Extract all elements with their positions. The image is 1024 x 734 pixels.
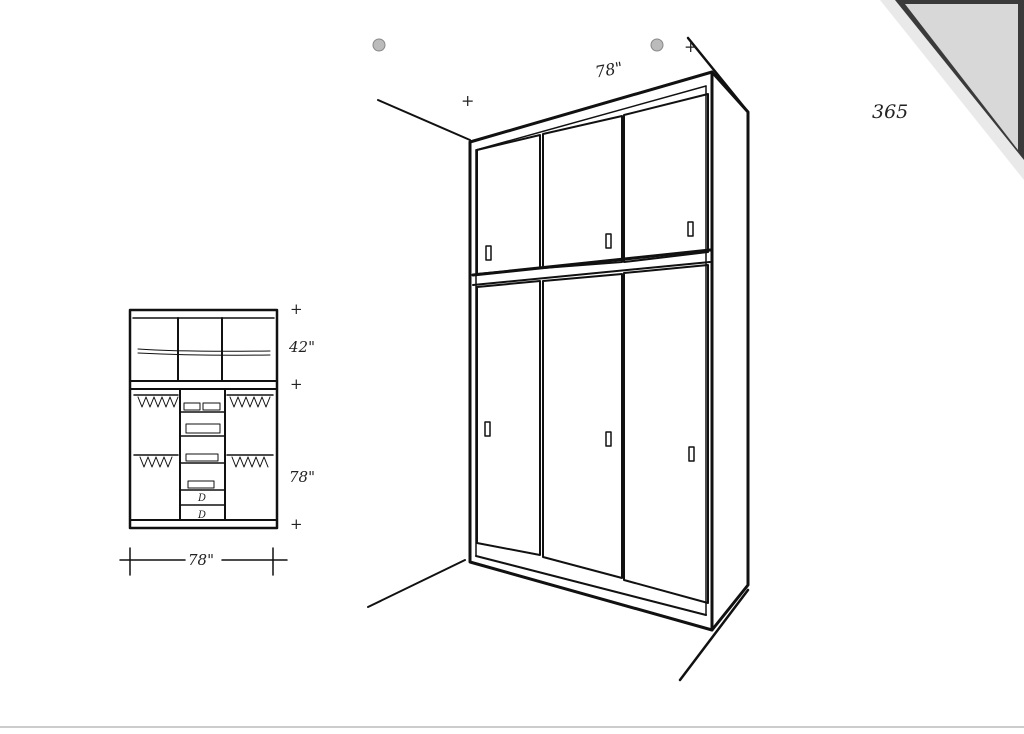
door-handle xyxy=(485,245,492,261)
perspective-mark: + xyxy=(461,91,474,110)
door-handle xyxy=(687,221,694,237)
elevation-outline xyxy=(128,308,279,530)
elevation-tick: + xyxy=(290,300,303,318)
page-corner-back xyxy=(905,4,1018,150)
door-handle xyxy=(605,233,612,249)
wall-floor-line xyxy=(367,559,466,608)
perspective-mark: + xyxy=(684,37,697,56)
floor-right-line xyxy=(678,588,750,682)
page-number: 365 xyxy=(872,101,908,123)
upper-height-label: 42" xyxy=(288,338,315,356)
perspective-width-label: 78" xyxy=(594,58,625,82)
drawer-label: D xyxy=(197,510,206,521)
lower-height-label: 78" xyxy=(289,468,315,486)
upper-door-middle xyxy=(542,115,623,269)
drawer-label: D xyxy=(197,493,206,504)
lower-door-right xyxy=(623,264,709,604)
door-handle xyxy=(484,421,491,437)
lower-door-left xyxy=(476,280,541,556)
door-handle xyxy=(605,431,612,447)
upper-door-right xyxy=(623,93,709,263)
perspective-wardrobe xyxy=(367,36,750,682)
door-handle xyxy=(688,446,695,462)
binder-hole xyxy=(372,38,386,52)
elevation-width-label: 78" xyxy=(188,551,214,569)
elevation-tick: + xyxy=(290,515,303,533)
front-elevation xyxy=(119,308,288,576)
binder-hole xyxy=(650,38,664,52)
upper-door-left xyxy=(476,134,541,275)
wall-ceiling-line xyxy=(377,99,471,141)
lower-door-middle xyxy=(542,273,623,579)
elevation-tick: + xyxy=(290,375,303,393)
